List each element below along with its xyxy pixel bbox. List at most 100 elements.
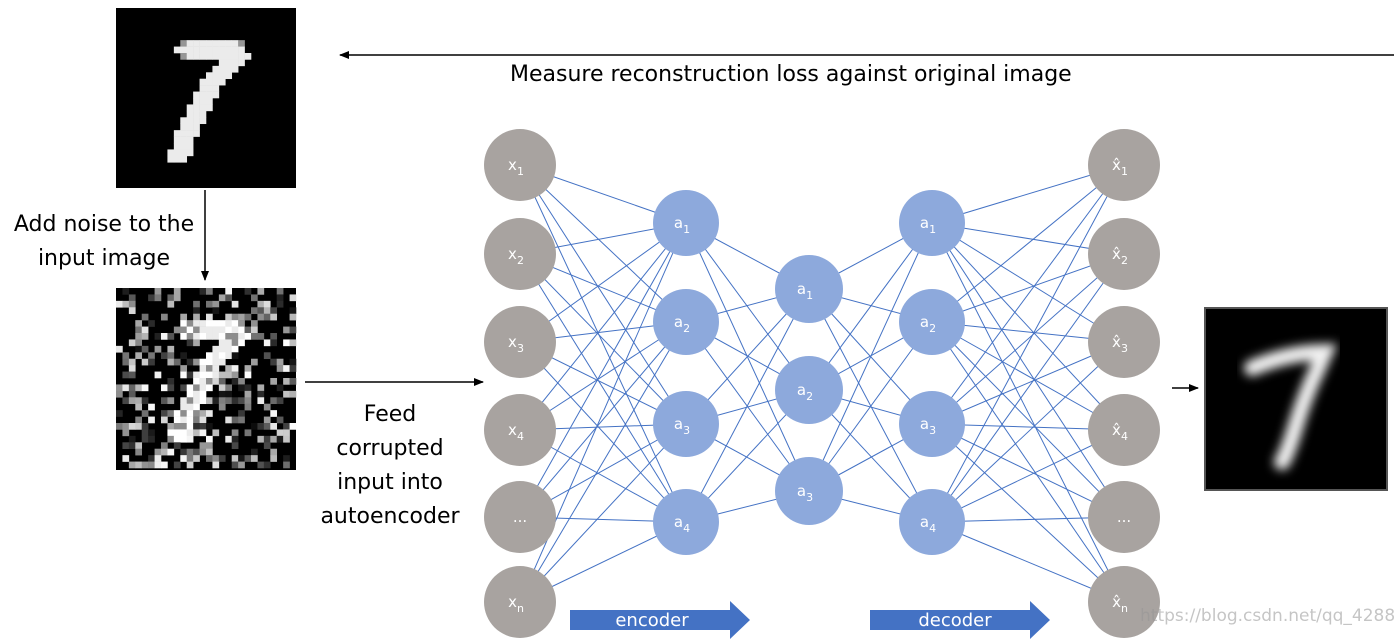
node-circle xyxy=(899,190,965,256)
edge xyxy=(808,321,933,492)
encoder-node-4: a4 xyxy=(653,489,719,555)
encoder-label: encoder xyxy=(615,610,689,631)
feed-caption: Feed corrupted input into autoencoder xyxy=(300,398,480,534)
node-circle xyxy=(653,289,719,355)
node-label: x̂n xyxy=(1112,593,1128,615)
edge xyxy=(808,288,933,523)
edge xyxy=(685,288,810,523)
feed-caption-line3: input into xyxy=(337,470,443,495)
edge xyxy=(519,164,687,425)
edge xyxy=(931,321,1125,603)
node-circle xyxy=(1088,306,1160,378)
output-node-ellipsis: ... xyxy=(1088,481,1160,553)
noise-caption-line1: Add noise to the xyxy=(13,212,195,237)
node-circle xyxy=(1088,566,1160,638)
encoder-node-3: a3 xyxy=(653,391,719,457)
edge xyxy=(519,423,687,603)
node-circle xyxy=(899,489,965,555)
node-circle xyxy=(775,356,843,424)
node-circle xyxy=(1088,129,1160,201)
edge xyxy=(519,321,687,518)
output-node-4: x̂4 xyxy=(1088,394,1160,466)
edge xyxy=(519,253,687,425)
node-circle xyxy=(1088,481,1160,553)
node-label: x3 xyxy=(508,333,524,355)
edge xyxy=(808,222,933,391)
output-node-1: x̂1 xyxy=(1088,129,1160,201)
node-circle xyxy=(1088,218,1160,290)
node-label: xn xyxy=(508,593,524,615)
edge xyxy=(931,222,1125,518)
node-circle xyxy=(775,457,843,525)
node-circle xyxy=(899,289,965,355)
edge xyxy=(519,253,687,523)
node-circle xyxy=(899,391,965,457)
network-nodes: x1 x2 x3 x4... xn a1 a2 a3 a4 a1 a2 a3 a1 a2 a3 a4 x̂1 x̂… xyxy=(484,129,1160,638)
edge xyxy=(519,222,687,431)
node-label: a3 xyxy=(674,415,690,437)
encoder-node-1: a1 xyxy=(653,190,719,256)
feed-caption-line4: autoencoder xyxy=(320,504,460,529)
node-label: a2 xyxy=(797,381,813,403)
input-node-1: x1 xyxy=(484,129,556,201)
original-image xyxy=(116,8,296,188)
node-circle xyxy=(484,394,556,466)
node-label: a4 xyxy=(674,513,690,535)
decoder-label: decoder xyxy=(918,610,992,631)
loss-caption: Measure reconstruction loss against orig… xyxy=(510,62,1072,87)
node-circle xyxy=(484,218,556,290)
noise-caption-line2: input image xyxy=(37,246,171,271)
input-node-2: x2 xyxy=(484,218,556,290)
node-label: a1 xyxy=(674,214,690,236)
edge xyxy=(519,164,687,323)
node-label: x̂1 xyxy=(1112,156,1128,178)
node-circle xyxy=(484,306,556,378)
watermark: https://blog.csdn.net/qq_4288 xyxy=(1140,606,1394,626)
edge xyxy=(931,253,1125,523)
output-node-2: x̂2 xyxy=(1088,218,1160,290)
input-node-3: x3 xyxy=(484,306,556,378)
node-circle xyxy=(775,255,843,323)
node-circle xyxy=(653,190,719,256)
node-label: a1 xyxy=(920,214,936,236)
node-label: x2 xyxy=(508,245,524,267)
node-label: a3 xyxy=(920,415,936,437)
reconstructed-image xyxy=(1204,307,1388,491)
node-circle xyxy=(484,129,556,201)
node-label: ... xyxy=(513,508,527,526)
node-label: x̂4 xyxy=(1112,421,1128,443)
edge xyxy=(931,222,1125,431)
node-label: a1 xyxy=(797,280,813,302)
edge xyxy=(931,164,1125,425)
edge xyxy=(519,164,687,523)
input-node-n: xn xyxy=(484,566,556,638)
node-circle xyxy=(484,566,556,638)
bottleneck-node-1: a1 xyxy=(775,255,843,323)
input-node-4: x4 xyxy=(484,394,556,466)
edge xyxy=(931,253,1125,425)
decoder-node-3: a3 xyxy=(899,391,965,457)
node-circle xyxy=(653,489,719,555)
edge xyxy=(519,341,687,523)
decoder-node-1: a1 xyxy=(899,190,965,256)
edge xyxy=(685,222,810,391)
encoder-arrow: encoder xyxy=(570,601,750,639)
edge xyxy=(931,164,1125,323)
node-label: x4 xyxy=(508,421,524,443)
bottleneck-node-2: a2 xyxy=(775,356,843,424)
node-label: x̂3 xyxy=(1112,333,1128,355)
node-circle xyxy=(1088,394,1160,466)
edge xyxy=(519,222,687,518)
edge xyxy=(931,423,1125,603)
decoder-node-2: a2 xyxy=(899,289,965,355)
edge xyxy=(931,341,1125,523)
feed-caption-line1: Feed xyxy=(363,402,417,427)
node-label: a3 xyxy=(797,482,813,504)
node-label: a4 xyxy=(920,513,936,535)
edge xyxy=(931,222,1125,603)
node-label: ... xyxy=(1117,508,1131,526)
encoder-node-2: a2 xyxy=(653,289,719,355)
node-circle xyxy=(484,481,556,553)
node-circle xyxy=(653,391,719,457)
